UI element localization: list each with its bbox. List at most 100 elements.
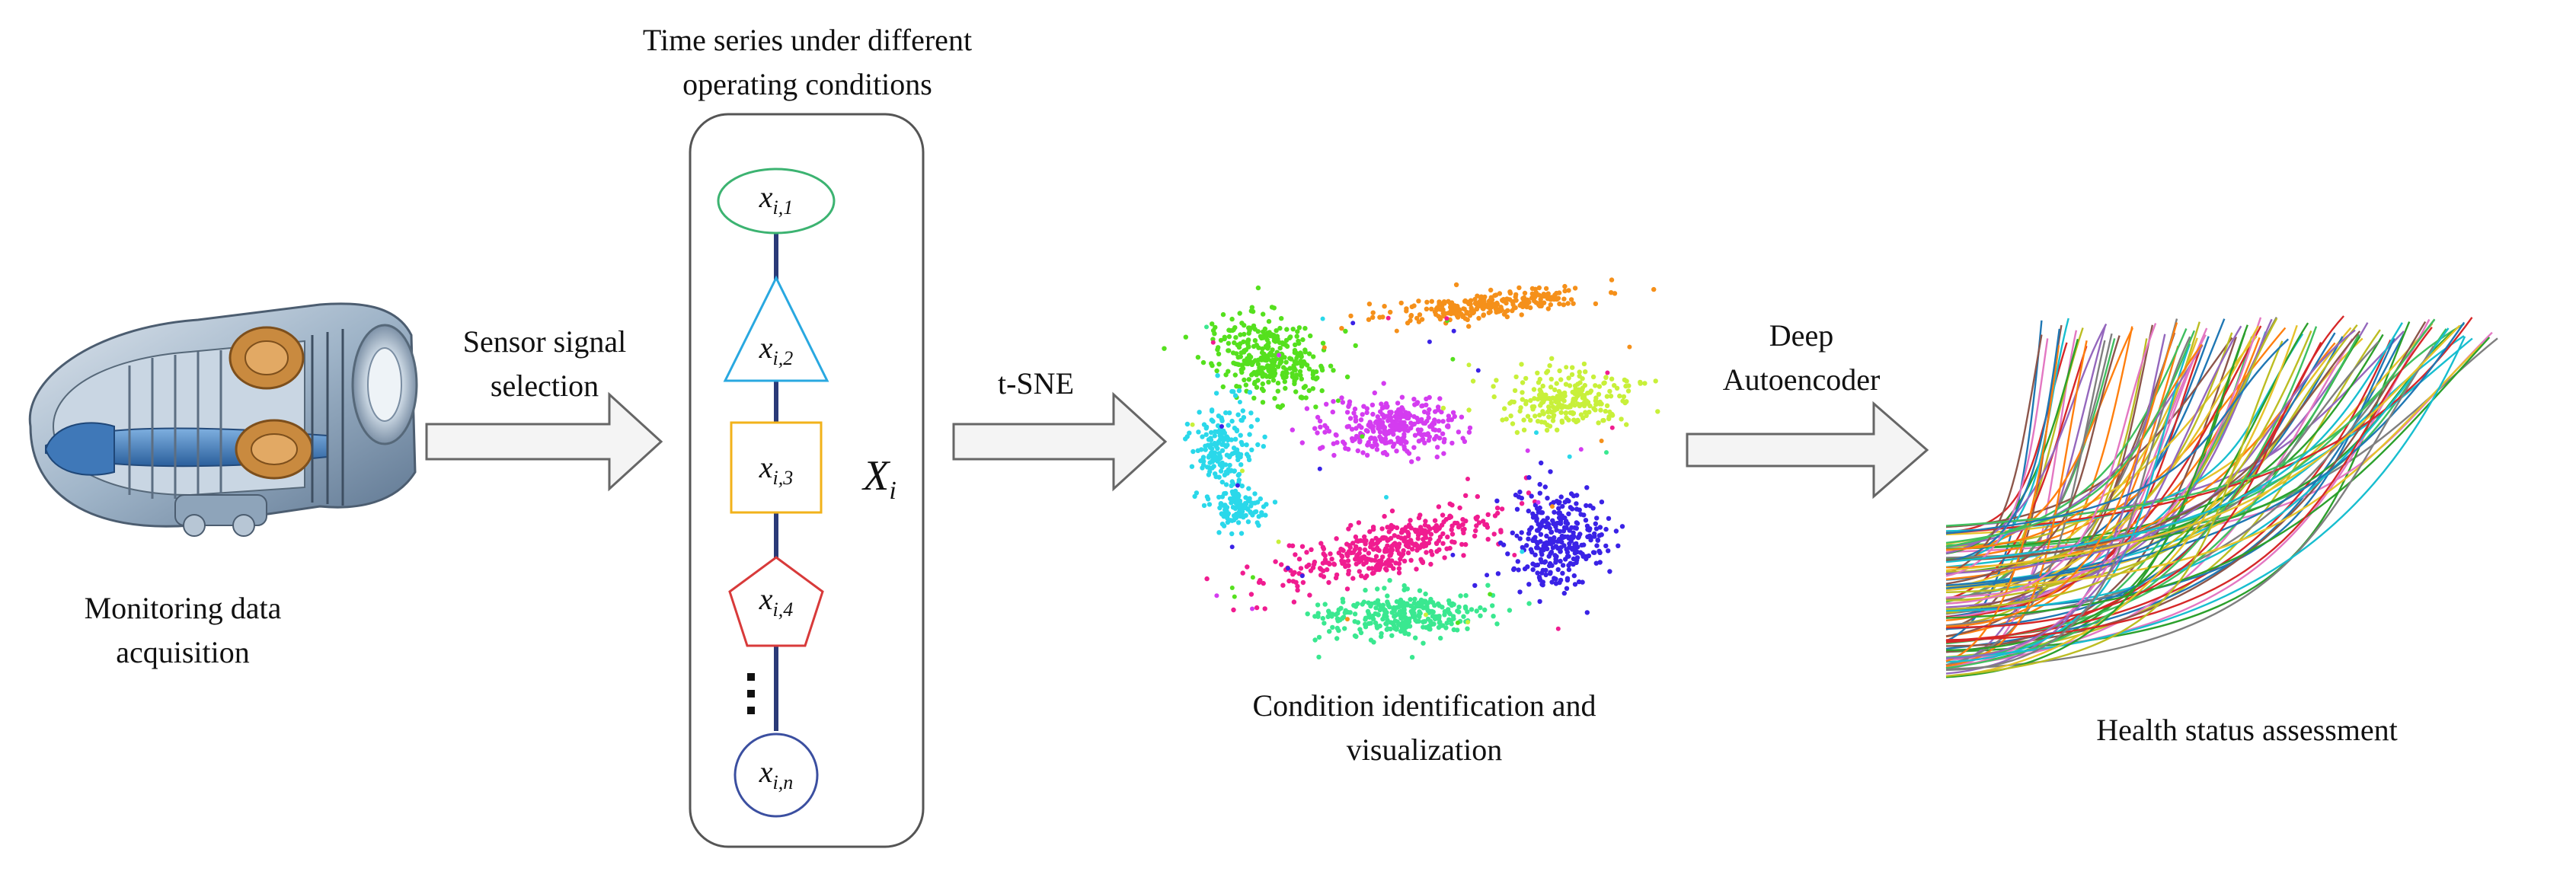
- tsne-point: [1590, 506, 1596, 511]
- tsne-point: [1571, 534, 1577, 539]
- tsne-point: [1580, 554, 1586, 559]
- tsne-point: [1466, 429, 1472, 435]
- tsne-point: [1526, 582, 1532, 587]
- tsne-point: [1431, 421, 1437, 426]
- tsne-point: [1552, 387, 1558, 393]
- tsne-point: [1246, 486, 1251, 491]
- tsne-point: [1252, 379, 1258, 385]
- health-curve: [1945, 326, 2433, 641]
- tsne-point: [1535, 562, 1541, 568]
- tsne-point: [1614, 385, 1620, 391]
- tsne-point: [1580, 395, 1585, 401]
- tsne-point: [1493, 304, 1499, 310]
- tsne-point: [1393, 560, 1398, 566]
- tsne-point: [1571, 417, 1577, 423]
- tsne-point: [1210, 362, 1215, 369]
- tsne-point: [1548, 570, 1553, 575]
- tsne-point: [1564, 547, 1569, 552]
- tsne-point: [1334, 636, 1340, 641]
- tsne-point: [1216, 413, 1222, 419]
- tsne-point: [1495, 571, 1501, 576]
- tsne-point: [1603, 526, 1609, 532]
- tsne-point: [1445, 423, 1451, 429]
- tsne-point: [1519, 312, 1524, 318]
- tsne-point: [1383, 401, 1389, 407]
- tsne-point: [1215, 373, 1220, 378]
- tsne-point: [1451, 602, 1456, 607]
- tsne-point: [1382, 566, 1389, 572]
- tsne-point: [1411, 303, 1417, 308]
- tsne-point: [1231, 445, 1237, 451]
- tsne-point: [1609, 290, 1614, 295]
- tsne-point: [1442, 301, 1447, 306]
- tsne-point: [1343, 328, 1348, 334]
- tsne-point: [1593, 526, 1600, 531]
- tsne-point: [1363, 538, 1368, 544]
- tsne-point: [1568, 505, 1574, 510]
- tsne-point: [1376, 423, 1382, 428]
- tsne-point: [1280, 583, 1286, 588]
- tsne-point: [1412, 596, 1417, 602]
- tsne-point: [1246, 377, 1252, 382]
- tsne-point: [1556, 400, 1561, 405]
- tsne-point: [1237, 311, 1242, 316]
- tsne-point: [1574, 506, 1580, 512]
- tsne-point: [1456, 429, 1462, 435]
- tsne-point: [1498, 305, 1504, 310]
- tsne-point: [1197, 410, 1202, 415]
- tsne-point: [1496, 309, 1501, 314]
- tsne-point: [1401, 547, 1406, 554]
- tsne-point: [1417, 312, 1423, 318]
- tsne-point: [1394, 448, 1399, 454]
- tsne-point: [1252, 491, 1258, 496]
- tsne-point: [1491, 394, 1497, 400]
- tsne-point: [1512, 553, 1517, 557]
- tsne-point: [1514, 533, 1520, 538]
- condition-label: Condition identification and visualizati…: [1252, 688, 1596, 767]
- jet-engine-cutaway-icon: [28, 302, 418, 537]
- tsne-point: [1607, 388, 1612, 394]
- tsne-point: [1316, 654, 1322, 660]
- tsne-label: t-SNE: [998, 366, 1074, 401]
- tsne-point: [1588, 538, 1593, 543]
- tsne-point: [1521, 427, 1527, 433]
- tsne-point: [1279, 562, 1284, 567]
- tsne-point: [1359, 573, 1364, 579]
- tsne-point: [1231, 389, 1236, 394]
- tsne-point: [1478, 613, 1483, 618]
- tsne-point: [1213, 471, 1218, 477]
- tsne-point: [1247, 390, 1253, 395]
- tsne-point: [1538, 389, 1544, 394]
- tsne-point: [1362, 534, 1367, 540]
- tsne-point: [1363, 587, 1368, 593]
- tsne-point: [1208, 442, 1214, 448]
- tsne-point: [1556, 506, 1561, 511]
- tsne-point: [1234, 428, 1240, 434]
- tsne-point: [1426, 415, 1431, 420]
- tsne-point: [1352, 406, 1358, 412]
- tsne-point: [1413, 541, 1419, 547]
- tsne-point: [1433, 433, 1440, 439]
- tsne-point: [1525, 448, 1530, 453]
- tsne-point: [1252, 338, 1258, 343]
- tsne-point: [1428, 531, 1434, 537]
- tsne-point: [1552, 509, 1557, 515]
- tsne-point: [1399, 421, 1405, 426]
- tsne-point: [1567, 454, 1572, 459]
- tsne-point: [1437, 428, 1442, 433]
- tsne-point: [1360, 412, 1365, 417]
- tsne-point: [1547, 396, 1552, 402]
- tsne-point: [1372, 390, 1378, 396]
- tsne-point: [1219, 448, 1226, 453]
- tsne-point: [1555, 295, 1561, 301]
- tsne-point: [1370, 411, 1376, 417]
- tsne-point: [1416, 298, 1421, 304]
- tsne-point: [1485, 512, 1491, 517]
- tsne-point: [1501, 297, 1507, 302]
- tsne-point: [1423, 591, 1428, 597]
- tsne-point: [1264, 337, 1270, 343]
- tsne-point: [1363, 575, 1368, 580]
- tsne-point: [1246, 344, 1251, 350]
- tsne-point: [1384, 548, 1390, 554]
- tsne-point: [1225, 516, 1230, 521]
